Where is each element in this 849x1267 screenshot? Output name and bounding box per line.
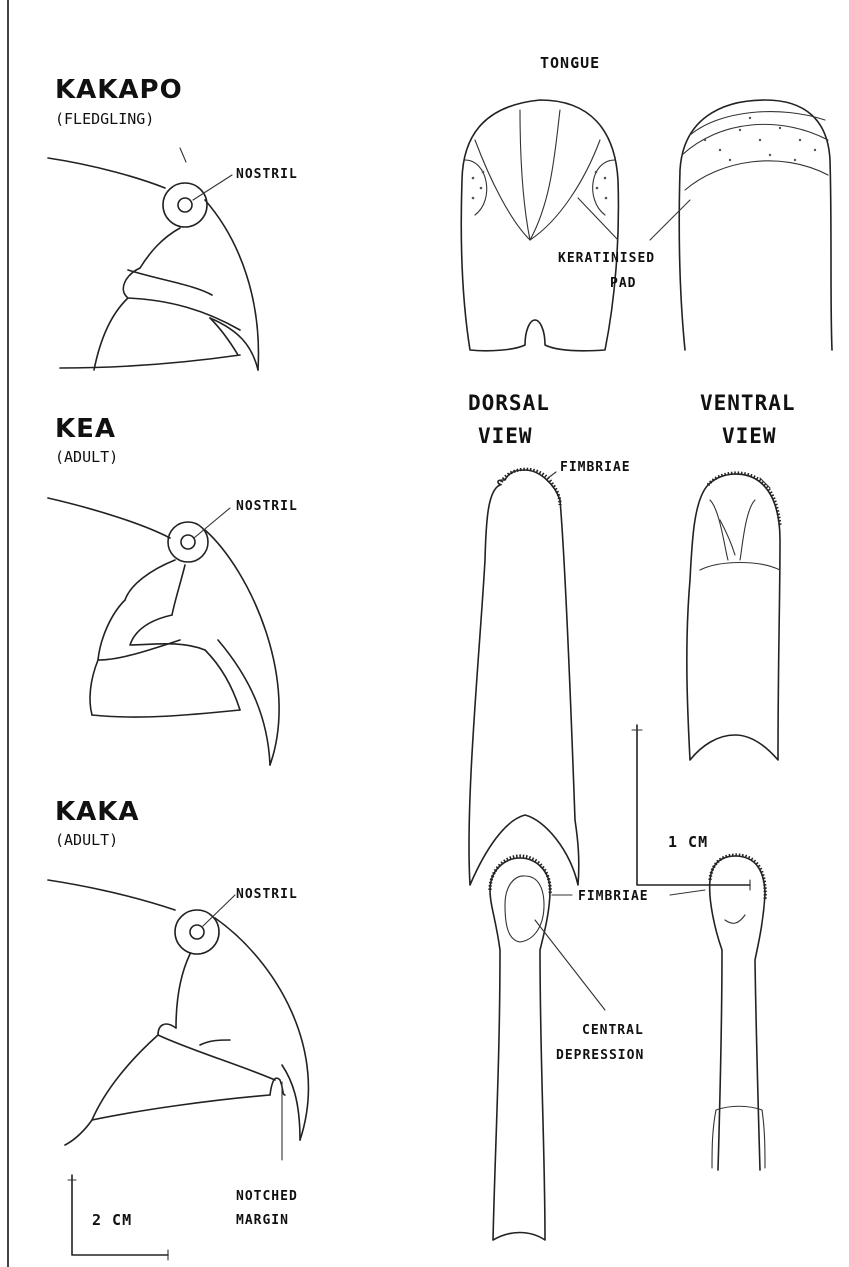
fimbriae-top-leader xyxy=(548,472,556,478)
pad-leader-ventral xyxy=(650,200,690,240)
kea-name: KEA xyxy=(55,414,116,444)
dorsal-label-2: VIEW xyxy=(478,424,533,448)
kea-age: (ADULT) xyxy=(55,448,118,466)
fimbriae-top-label: FIMBRIAE xyxy=(560,460,631,475)
head-scale-bar: 2 CM xyxy=(68,1175,168,1260)
tongue-title: TONGUE xyxy=(540,54,600,72)
kaka-notch-label-1: NOTCHED xyxy=(236,1189,298,1204)
kaka-beak-drawing: KAKA (ADULT) NOSTRIL NOTCHED MARGIN xyxy=(48,797,308,1228)
depression-label-1: CENTRAL xyxy=(582,1023,644,1038)
dorsal-label-1: DORSAL xyxy=(468,391,550,415)
depression-label-2: DEPRESSION xyxy=(556,1048,644,1063)
head-scale-label: 2 CM xyxy=(92,1211,132,1229)
kea-beak-drawing: KEA (ADULT) NOSTRIL xyxy=(48,414,298,765)
tongue-dorsal-lower: CENTRAL DEPRESSION xyxy=(490,856,644,1240)
kea-nostril-label: NOSTRIL xyxy=(236,499,298,514)
kaka-name: KAKA xyxy=(55,797,140,827)
fimbriae-bottom-label: FIMBRIAE xyxy=(578,889,649,904)
kakapo-beak-drawing: KAKAPO (FLEDGLING) NOSTRIL xyxy=(48,75,298,370)
fimbriae-bottom-leader-right xyxy=(670,890,705,895)
kaka-nostril-label: NOSTRIL xyxy=(236,887,298,902)
ventral-label-2: VIEW xyxy=(722,424,777,448)
kaka-notch-label-2: MARGIN xyxy=(236,1213,289,1228)
tongue-ventral-lower xyxy=(710,855,766,1170)
kea-nostril-leader xyxy=(194,508,230,538)
kakapo-nostril-label: NOSTRIL xyxy=(236,167,298,182)
pad-label-1: KERATINISED xyxy=(558,251,655,266)
depression-leader xyxy=(535,920,605,1010)
tongue-scale-label: 1 CM xyxy=(668,833,708,851)
kakapo-age: (FLEDGLING) xyxy=(55,110,154,128)
kaka-age: (ADULT) xyxy=(55,831,118,849)
tongue-ventral-upper xyxy=(679,100,832,350)
tongue-dorsal-middle: FIMBRIAE xyxy=(469,460,631,885)
tongue-ventral-middle xyxy=(687,473,780,760)
kakapo-name: KAKAPO xyxy=(55,75,183,105)
ventral-label-1: VENTRAL xyxy=(700,391,796,415)
tongue-dorsal-upper xyxy=(461,100,618,351)
pad-label-2: PAD xyxy=(610,276,636,291)
tongue-scale-bar: 1 CM xyxy=(632,725,750,890)
pad-leader-dorsal xyxy=(578,198,618,240)
